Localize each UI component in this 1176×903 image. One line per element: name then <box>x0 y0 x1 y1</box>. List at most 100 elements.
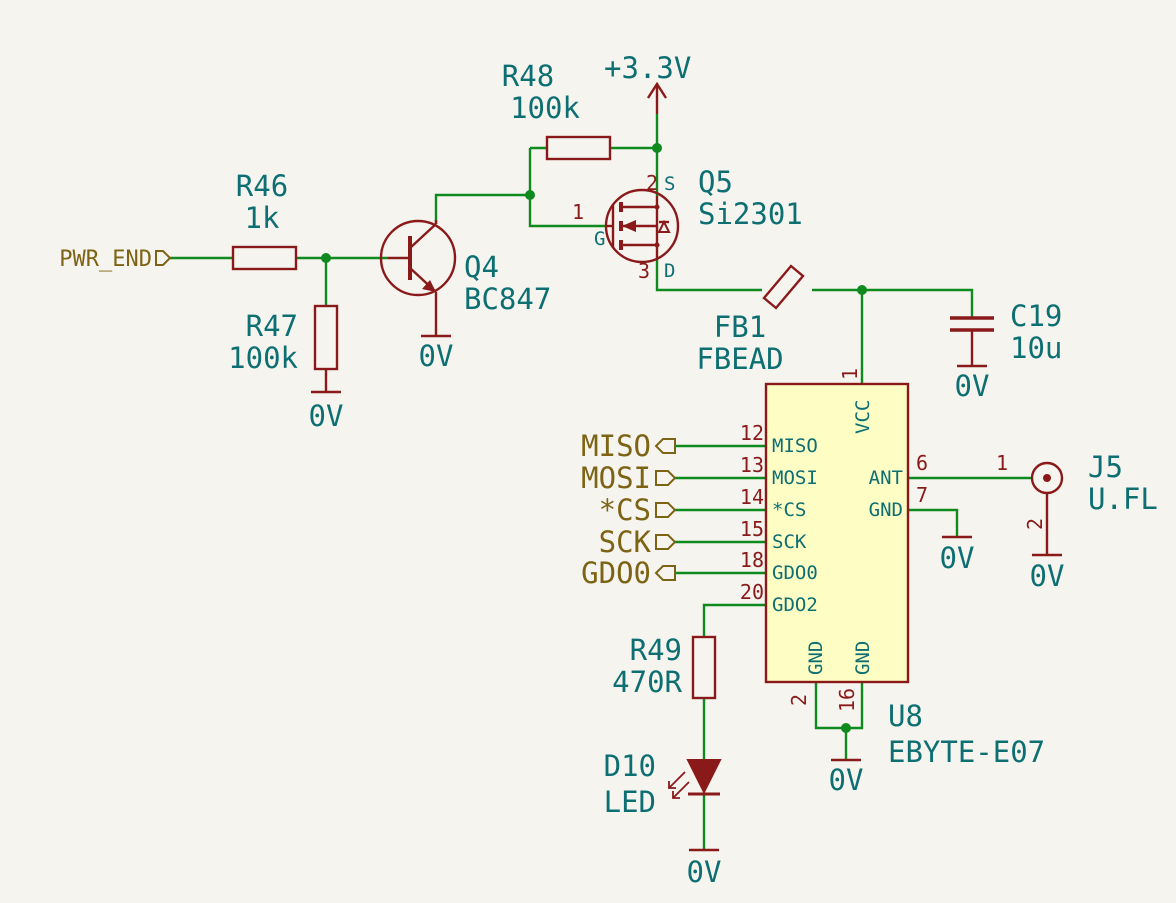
q5-node <box>654 204 660 210</box>
u8-pin-gdo2-name: GDO2 <box>772 594 818 616</box>
j5-pin-signal-number: 1 <box>996 451 1008 475</box>
wire-q5-gate <box>528 148 606 228</box>
u8-pin-gnd2-number: 2 <box>787 694 811 706</box>
q5-pin-drain-number: 3 <box>638 259 650 283</box>
wire-gdo2 <box>702 603 766 637</box>
j5-value: U.FL <box>1088 482 1158 516</box>
u8-pin-sck-name: SCK <box>772 531 807 553</box>
net-flag-gdo0 <box>654 565 676 581</box>
wire-q4-collector <box>434 193 530 224</box>
u8-pin-gnd7-number: 7 <box>916 483 928 507</box>
q5-pin-gate-name: G <box>594 228 605 250</box>
ground-label: 0V <box>687 855 722 889</box>
c19-ref: C19 <box>1010 299 1062 333</box>
wire-u8-gnd <box>814 682 864 730</box>
wire-q5-drain <box>655 258 762 292</box>
r47-body <box>313 304 339 371</box>
u8-pin-miso-name: MISO <box>772 435 818 457</box>
fb1-value: FBEAD <box>696 342 783 376</box>
junction-dot <box>857 285 867 295</box>
ground-label: 0V <box>419 339 454 373</box>
net-label-mosi: MOSI <box>581 461 651 495</box>
j5-symbol <box>1030 461 1064 555</box>
wire-fb1-out <box>812 288 974 318</box>
supply-label: +3.3V <box>604 51 691 85</box>
q5-body-diode <box>657 219 671 233</box>
u8-pin-miso-number: 12 <box>740 421 764 445</box>
q5-pin-gate-number: 1 <box>572 200 584 224</box>
ground-label: 0V <box>309 399 344 433</box>
r46-value: 1k <box>245 201 280 235</box>
u8-pin-mosi-name: MOSI <box>772 467 818 489</box>
q5-gate-arrow <box>622 220 636 232</box>
d10-ref: D10 <box>604 749 656 783</box>
junction-dot <box>525 190 535 200</box>
net-label-pwr-en: PWR_END <box>59 247 152 272</box>
r48-body <box>545 135 612 161</box>
fb1-body <box>762 264 805 310</box>
r46-body <box>231 245 298 271</box>
u8-pin-gdo2-number: 20 <box>740 580 764 604</box>
d10-value: LED <box>604 785 656 819</box>
u8-pin-cs-number: 14 <box>740 485 764 509</box>
u8-pin-gnd7-name: GND <box>869 499 903 521</box>
supply-symbol <box>646 81 668 114</box>
ground-label: 0V <box>829 763 864 797</box>
net-label-gdo0: GDO0 <box>581 556 651 590</box>
r48-value: 100k <box>510 91 580 125</box>
junction-dot <box>321 253 331 263</box>
u8-value: EBYTE-E07 <box>888 735 1045 769</box>
u8-pin-vcc-name: VCC <box>852 400 874 434</box>
q5-node <box>654 242 660 248</box>
u8-pin-gnd16-name: GND <box>852 641 874 675</box>
r47-ref: R47 <box>246 309 298 343</box>
net-flag-pwr-en <box>155 250 172 266</box>
r48-ref: R48 <box>502 59 554 93</box>
u8-pin-cs-name: *CS <box>772 499 806 521</box>
net-flag-sck <box>655 534 677 550</box>
u8-pin-gnd2-name: GND <box>805 641 827 675</box>
net-label-cs: *CS <box>599 493 651 527</box>
ground-label: 0V <box>1030 559 1065 593</box>
u8-pin-mosi-number: 13 <box>740 453 764 477</box>
u8-pin-vcc-number: 1 <box>838 368 862 380</box>
r46-ref: R46 <box>236 169 288 203</box>
u8-pin-ant-number: 6 <box>916 451 928 475</box>
q5-ref: Q5 <box>698 165 733 199</box>
u8-pin-gdo0-name: GDO0 <box>772 562 818 584</box>
q5-value: Si2301 <box>698 197 803 231</box>
net-flag-cs <box>655 502 677 518</box>
wires <box>170 114 1032 850</box>
r47-value: 100k <box>228 341 298 375</box>
r49-value: 470R <box>612 665 682 699</box>
u8-pin-sck-number: 15 <box>740 517 764 541</box>
r49-ref: R49 <box>630 633 682 667</box>
d10-emission-arrows <box>668 771 690 799</box>
u8-pin-gnd16-number: 16 <box>835 688 859 712</box>
c19-symbol <box>950 316 994 332</box>
j5-ref: J5 <box>1088 450 1123 484</box>
u8-pin-ant-name: ANT <box>869 467 903 489</box>
junction-dot <box>841 723 851 733</box>
net-flag-miso <box>654 438 676 454</box>
net-flag-mosi <box>655 470 677 486</box>
q4-ref: Q4 <box>464 250 499 284</box>
u8-ref: U8 <box>888 699 923 733</box>
j5-pin-ground-number: 2 <box>1023 518 1047 530</box>
c19-value: 10u <box>1010 331 1062 365</box>
d10-body <box>686 759 722 795</box>
q4-emitter-arrow <box>422 280 436 292</box>
junction-dot <box>652 143 662 153</box>
junctions <box>321 143 867 733</box>
q4-value: BC847 <box>464 282 551 316</box>
r49-body <box>691 635 717 700</box>
q5-pin-source-name: S <box>664 173 675 195</box>
ground-label: 0V <box>955 369 990 403</box>
u8-body <box>764 382 910 684</box>
net-label-sck: SCK <box>599 525 652 559</box>
ground-label: 0V <box>940 541 975 575</box>
fb1-ref: FB1 <box>714 310 766 344</box>
net-label-miso: MISO <box>581 429 651 463</box>
q4-symbol <box>379 219 457 336</box>
